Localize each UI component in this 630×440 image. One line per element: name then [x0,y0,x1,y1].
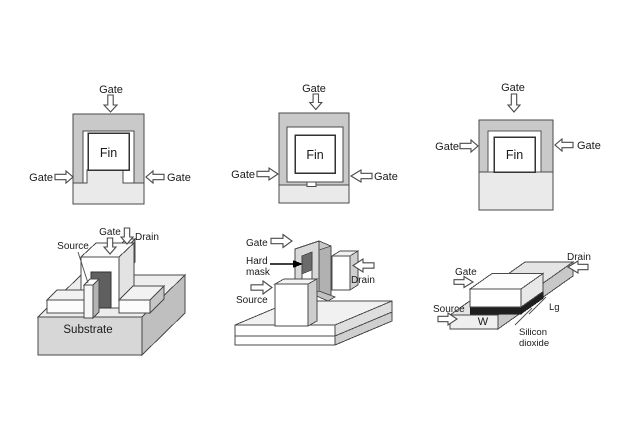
planar-3d-view: W Lg Silicon dioxide Gate Source Drain [433,252,591,349]
base-lower-front [234,335,336,346]
cross-section-pi-gate: Gate Fin Gate Gate [231,83,398,204]
fin-front-face [83,284,94,319]
gate-down-arrow-icon [308,93,323,111]
base-lower-side [334,311,393,346]
drain-left-arrow-icon [566,260,589,274]
substrate-right-face [141,273,186,357]
base-upper-front [234,324,336,337]
oxide-leader-line [514,307,533,326]
right-slab-front [118,299,151,314]
gate-right-arrow-icon [270,233,293,249]
drain-slab-side [349,250,359,291]
gate-top-label: Gate [99,84,123,96]
gate-top-label: Gate [302,83,326,95]
gate-left-arrow-icon [145,169,165,185]
gate-down-arrow-icon [102,237,118,255]
gate-side-face [520,272,544,308]
fin-box [87,132,130,171]
gate-top-label: Gate [501,82,525,94]
hard-mask-label-line2: mask [246,267,271,278]
gate-length-label: Lg [549,302,560,313]
source-label: Source [236,295,268,306]
source-wall-front [274,283,309,327]
cross-section-double-gate: Gate Fin Gate Gate [29,84,191,205]
hard-mask-label-line1: Hard [246,256,268,267]
width-label: W [478,316,489,328]
substrate-front-face [37,316,143,356]
drain-label: Drain [567,252,591,263]
gate-label: Gate [455,267,477,278]
fin-box [493,136,536,173]
gate-right-label: Gate [577,140,601,152]
oxide-front-face [469,306,522,315]
gate-left-label: Gate [435,141,459,153]
drain-label: Drain [135,232,159,243]
gate-down-arrow-icon [506,93,522,113]
right-slab-side [149,284,165,315]
gate-right-label: Gate [374,171,398,183]
drain-left-arrow-icon [351,257,375,274]
hard-mask-pointer-arrowhead-icon [293,260,303,268]
gate-left-label: Gate [231,169,255,181]
gate-left-label: Gate [29,172,53,184]
oxide-label-line1: Silicon [519,327,547,338]
source-label: Source [433,304,465,315]
fin-label: Fin [100,146,117,160]
drain-label: Drain [351,275,375,286]
source-right-arrow-icon [437,311,458,327]
gate-right-arrow-icon [459,138,479,154]
oxide-label-line2: dioxide [519,338,549,349]
drain-down-arrow-icon [119,227,135,245]
bar-end-face [449,314,499,330]
gate-label: Gate [99,227,121,238]
source-label: Source [57,241,89,252]
left-slab-front [46,299,86,314]
fin-label: Fin [306,148,323,162]
gate-right-label: Gate [167,172,191,184]
gate-right-arrow-icon [453,275,475,289]
fin-box [294,134,336,174]
fin-side-face [92,277,100,320]
gate-opening [301,251,313,275]
source-right-arrow-icon [250,279,273,296]
gate-front-face [469,288,522,308]
substrate-region [278,184,350,204]
gate-label: Gate [246,238,268,249]
substrate-region [478,171,554,211]
fin-label: Fin [506,148,523,162]
gate-right-arrow-icon [256,166,279,182]
finfet-hardmask-3d-view: Gate Hard mask Source Drain [234,233,393,346]
gate-down-arrow-icon [102,94,119,113]
gate-length-tick-line [528,296,547,315]
finfet-3d-view: Source Gate Drain Substrate [36,227,187,357]
cross-section-tri-gate: Gate Fin Gate Gate [435,82,601,211]
gate-right-arrow-icon [54,169,74,185]
source-leader-line [77,251,89,284]
source-wall-side [307,278,318,327]
substrate-label: Substrate [63,324,112,336]
gate-left-arrow-icon [554,137,574,153]
drain-slab-front [331,255,351,291]
substrate-region [72,169,145,205]
gate-left-arrow-icon [349,169,373,183]
